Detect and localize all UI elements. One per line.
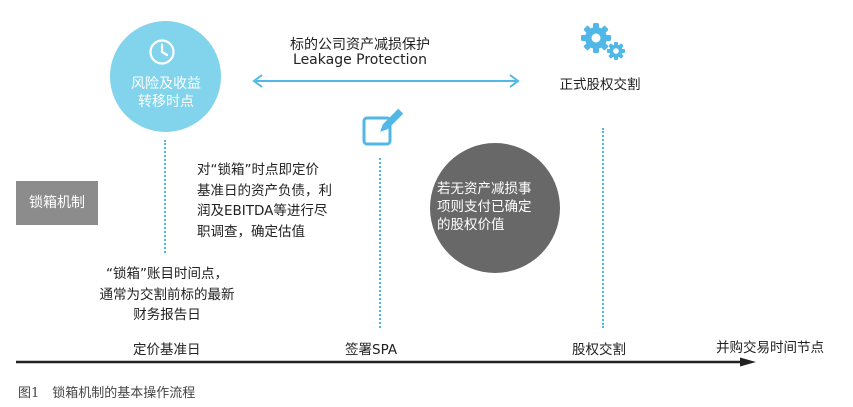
figure-caption: 图1 锁箱机制的基本操作流程: [18, 386, 196, 401]
locked-box-badge: 锁箱机制: [16, 181, 98, 225]
risk-transfer-line2: 转移时点: [138, 94, 194, 110]
dotted-line-pricing: [164, 140, 166, 253]
dotted-line-completion: [602, 128, 604, 328]
note-line: 通常为交割前标的最新: [99, 286, 235, 303]
due-diligence-description: 对“锁箱”时点即定价 基准日的资产负债，利 润及EBITDA等进行尽 职调查，确…: [197, 160, 377, 242]
no-leakage-text: 若无资产减损事 项则支付已确定 的股权价值: [437, 180, 557, 234]
timeline-label-spa: 签署SPA: [345, 342, 398, 358]
timeline-arrow: [16, 357, 756, 367]
no-leakage-line: 项则支付已确定: [437, 199, 532, 215]
locked-box-date-note: “锁箱”账目时间点， 通常为交割前标的最新 财务报告日: [77, 264, 257, 326]
timeline-axis-label: 并购交易时间节点: [716, 340, 824, 356]
note-line: “锁箱”账目时间点，: [106, 266, 228, 282]
no-leakage-circle: [430, 143, 560, 273]
clock-icon: [149, 39, 175, 65]
risk-transfer-line1: 风险及收益: [131, 76, 201, 92]
description-line: 职调查，确定估值: [197, 223, 305, 240]
leakage-title-en: Leakage Protection: [293, 52, 427, 68]
description-line: 基准日的资产负债，利: [197, 182, 332, 199]
description-line: 润及EBITDA等进行尽: [197, 203, 328, 219]
note-line: 财务报告日: [133, 307, 201, 323]
no-leakage-line: 的股权价值: [437, 217, 505, 233]
completion-label: 正式股权交割: [559, 77, 641, 93]
timeline-label-pricing-date: 定价基准日: [133, 342, 201, 358]
leakage-title-cn: 标的公司资产减损保护: [290, 37, 430, 53]
gear-icon: [581, 23, 625, 60]
dotted-line-spa: [379, 158, 381, 328]
description-line: 对“锁箱”时点即定价: [197, 162, 319, 178]
risk-transfer-circle: [110, 21, 221, 132]
no-leakage-line: 若无资产减损事: [437, 181, 532, 197]
timeline-label-completion: 股权交割: [572, 342, 626, 358]
leakage-double-arrow: [252, 74, 520, 88]
pencil-icon: [362, 108, 404, 146]
risk-transfer-label: 风险及收益 转移时点: [118, 75, 214, 111]
